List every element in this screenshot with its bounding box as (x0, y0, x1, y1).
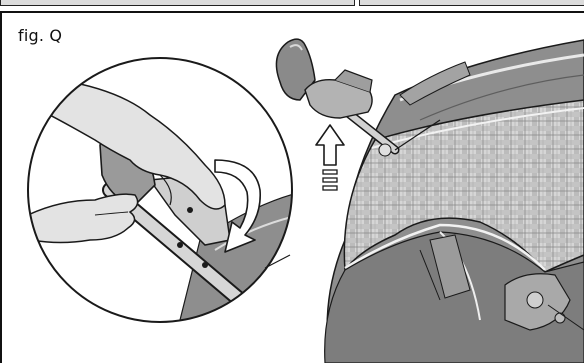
stroller (276, 39, 584, 363)
figure-label: fig. Q (18, 26, 62, 45)
up-arrow-icon (316, 125, 344, 190)
magnified-detail (28, 58, 310, 322)
